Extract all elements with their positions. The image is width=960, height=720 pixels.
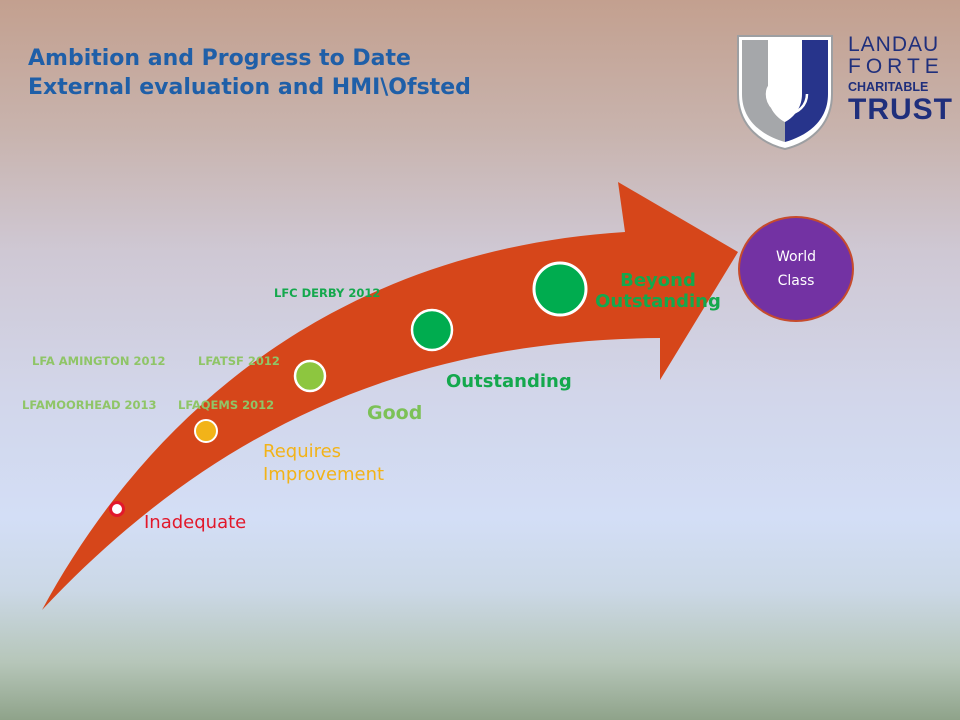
school-label-atsf: LFATSF 2012: [198, 354, 280, 368]
school-label-aqems: LFAQEMS 2012: [178, 398, 275, 412]
title-line-2: External evaluation and HMI\Ofsted: [28, 75, 471, 100]
logo-line-1: LANDAU: [848, 33, 940, 56]
level-label-inadequate: Inadequate: [144, 512, 247, 533]
marker-inadequate: [109, 501, 125, 517]
school-label-moorhead: LFAMOORHEAD 2013: [22, 398, 157, 412]
school-label-derby: LFC DERBY 2012: [274, 286, 381, 300]
logo-line-4: TRUST: [848, 92, 953, 126]
level-label-outstanding: Outstanding: [446, 371, 572, 392]
level-label-requires-improvement: Requires Improvement: [263, 440, 384, 486]
marker-outstanding: [410, 308, 454, 352]
level-label-beyond-outstanding: Beyond Outstanding: [588, 270, 728, 312]
title-line-1: Ambition and Progress to Date: [28, 46, 411, 71]
beyond-line-1: Beyond: [620, 270, 696, 291]
school-label-amington: LFA AMINGTON 2012: [32, 354, 166, 368]
requires-line-1: Requires: [263, 441, 342, 462]
logo-wordmark: LANDAU FORTE CHARITABLE TRUST: [848, 33, 953, 126]
world-class-line-2: Class: [777, 273, 815, 289]
beyond-line-2: Outstanding: [595, 291, 721, 312]
logo-line-3: CHARITABLE: [848, 80, 929, 94]
spiral-shield-icon: [737, 35, 833, 151]
marker-requires-improvement: [194, 419, 218, 443]
requires-line-2: Improvement: [263, 464, 385, 485]
arrow-body: [42, 182, 738, 610]
marker-good: [293, 359, 327, 393]
level-label-good: Good: [367, 402, 423, 424]
logo-line-2: FORTE: [848, 55, 944, 78]
marker-beyond-outstanding: [532, 261, 588, 317]
world-class-badge: World Class: [738, 216, 854, 322]
world-class-line-1: World: [775, 249, 817, 265]
page-title: Ambition and Progress to Date External e…: [28, 44, 471, 102]
